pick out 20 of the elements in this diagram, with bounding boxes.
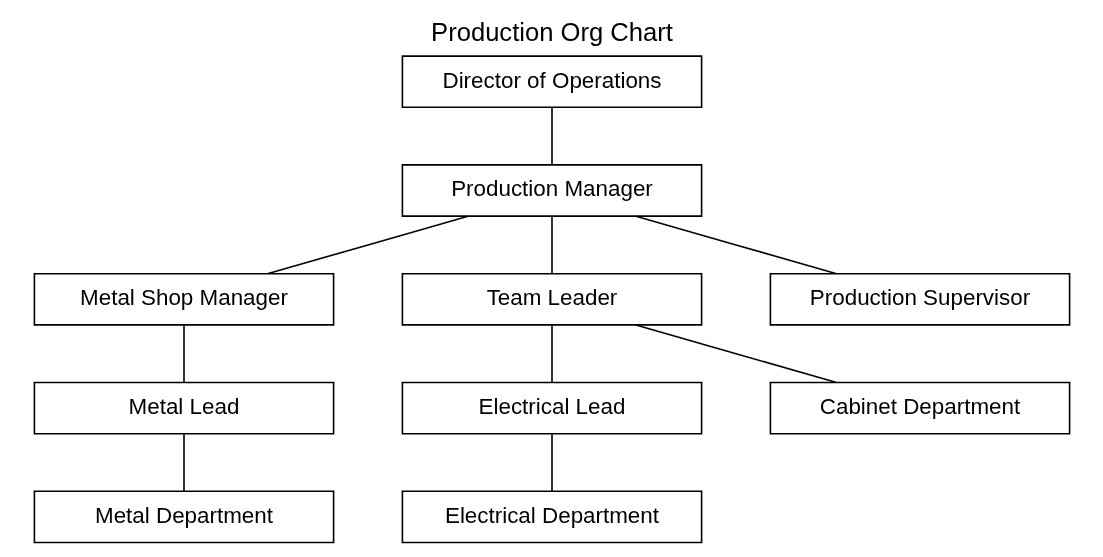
node-box: Production Supervisor xyxy=(769,272,1070,326)
connector xyxy=(634,215,837,275)
connector xyxy=(266,215,469,275)
node-box: Metal Shop Manager xyxy=(33,272,334,326)
connector xyxy=(182,324,185,383)
connector xyxy=(550,107,553,166)
diagram-title: Production Org Chart xyxy=(430,18,673,47)
node-box: Cabinet Department xyxy=(769,381,1070,435)
node-box: Metal Department xyxy=(33,490,334,544)
connector xyxy=(550,433,553,492)
connector xyxy=(634,324,837,384)
node-box: Team Leader xyxy=(401,272,702,326)
node-box: Electrical Lead xyxy=(401,381,702,435)
node-box: Electrical Department xyxy=(401,490,702,544)
connector xyxy=(182,433,185,492)
node-box: Production Manager xyxy=(401,164,702,217)
connector xyxy=(550,215,553,275)
node-box: Metal Lead xyxy=(33,381,334,435)
node-box: Director of Operations xyxy=(401,55,702,109)
connector xyxy=(550,324,553,383)
